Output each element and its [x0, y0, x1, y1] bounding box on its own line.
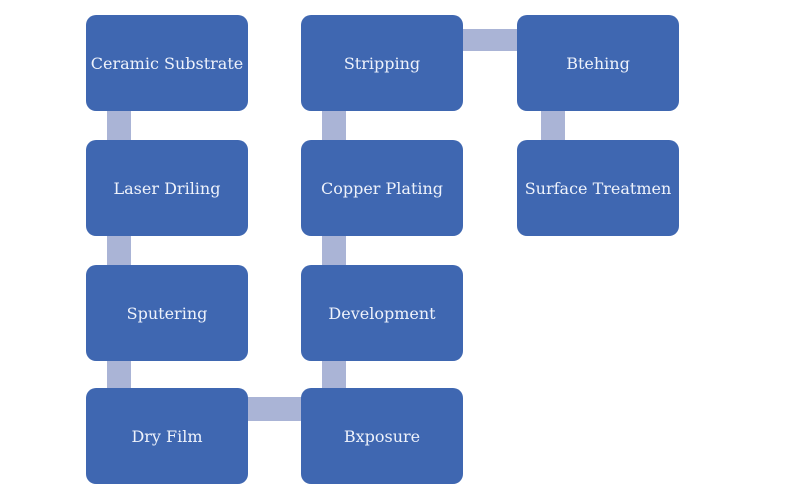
connector-s5-s6: [322, 360, 346, 392]
connector-s8-s9: [462, 29, 520, 51]
step-surface-treatment: Surface Treatmen: [517, 140, 679, 236]
connector-s9-s10: [541, 110, 565, 142]
step-exposure: Bxposure: [301, 388, 463, 484]
connector-s3-s4: [107, 360, 131, 392]
step-etching: Btehing: [517, 15, 679, 111]
step-ceramic-substrate: Ceramic Substrate: [86, 15, 248, 111]
connector-s7-s8: [322, 110, 346, 142]
step-development: Development: [301, 265, 463, 361]
step-stripping: Stripping: [301, 15, 463, 111]
connector-s1-s2: [107, 110, 131, 142]
connector-s6-s7: [322, 235, 346, 267]
connector-s4-s5: [246, 397, 304, 421]
connector-s2-s3: [107, 235, 131, 267]
step-sputtering: Sputering: [86, 265, 248, 361]
step-dry-film: Dry Film: [86, 388, 248, 484]
step-laser-drilling: Laser Driling: [86, 140, 248, 236]
step-copper-plating: Copper Plating: [301, 140, 463, 236]
